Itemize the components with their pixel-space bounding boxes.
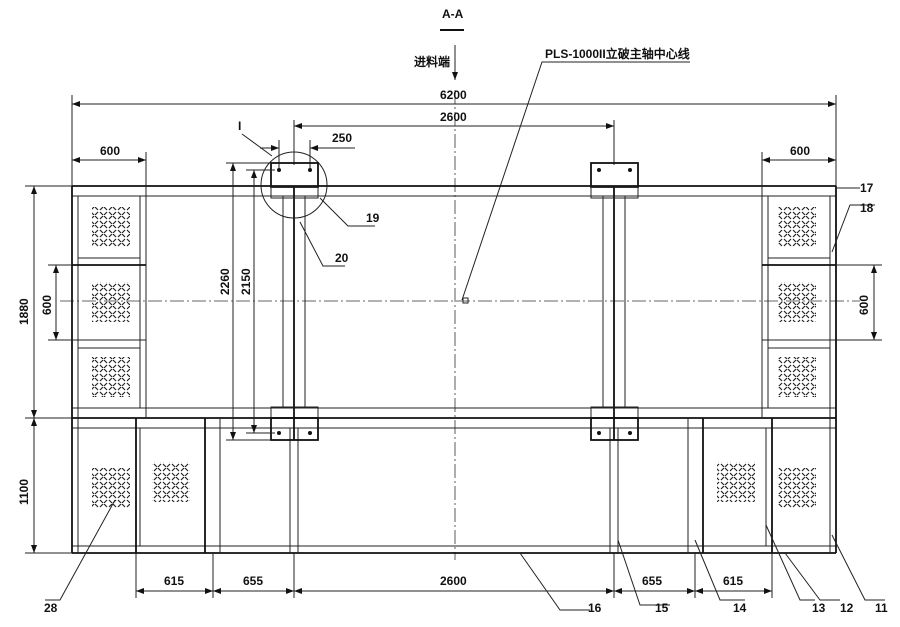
part-16: 16 <box>588 601 602 615</box>
dim-overall-width: 6200 <box>440 88 467 102</box>
part-28: 28 <box>44 601 58 615</box>
section-title: A-A <box>442 7 464 21</box>
dim-left-middle-cell: 600 <box>40 295 54 315</box>
part-12: 12 <box>840 601 854 615</box>
dim-shaft-spacing-top: 2600 <box>440 110 467 124</box>
dim-bottom-5: 615 <box>723 574 743 588</box>
feed-end-label: 进料端 <box>414 54 450 69</box>
part-17: 17 <box>860 181 874 195</box>
dim-right-column: 600 <box>790 144 810 158</box>
dim-bottom-4: 655 <box>642 574 662 588</box>
dim-bottom-2: 655 <box>243 574 263 588</box>
dim-left-column: 600 <box>100 144 120 158</box>
centerline-leader <box>461 61 690 301</box>
dim-lower-height: 1100 <box>17 479 31 505</box>
dim-beam-inner: 2150 <box>239 268 253 295</box>
dim-bottom-3: 2600 <box>440 574 467 588</box>
centerline-label: PLS-1000II立破主轴中心线 <box>545 46 690 61</box>
part-15: 15 <box>655 601 669 615</box>
dim-bolt-spacing: 250 <box>332 131 352 145</box>
part-19: 19 <box>366 211 380 225</box>
part-11: 11 <box>875 601 888 615</box>
part-20: 20 <box>335 251 349 265</box>
dim-beam-outer: 2260 <box>218 268 232 295</box>
part-18: 18 <box>860 201 874 215</box>
bottom-dimensions <box>135 553 773 598</box>
tread-plates <box>92 207 816 508</box>
dim-upper-height: 1880 <box>17 298 31 325</box>
part-13: 13 <box>812 601 826 615</box>
part-leaders <box>45 187 885 611</box>
detail-label: I <box>238 119 241 133</box>
dim-right-middle-cell: 600 <box>857 295 871 315</box>
frame <box>71 162 837 554</box>
dim-bottom-1: 615 <box>164 574 184 588</box>
part-14: 14 <box>733 601 747 615</box>
